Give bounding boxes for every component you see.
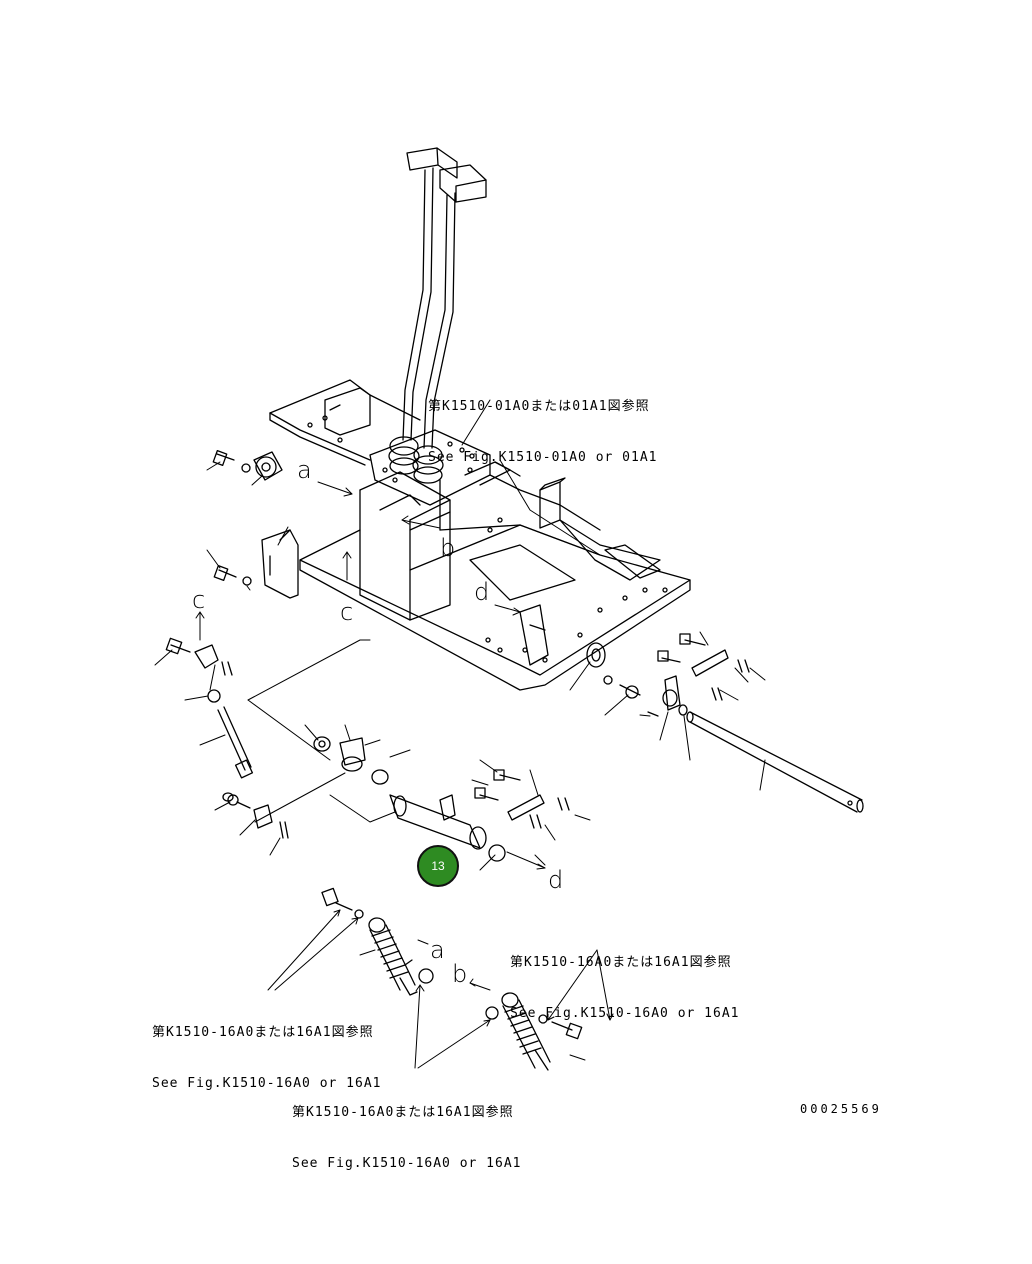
ref-left: 第K1510-16A0または16A1図参照 See Fig.K1510-16A0… bbox=[152, 990, 382, 1126]
ref-left-jp: 第K1510-16A0または16A1図参照 bbox=[152, 1025, 374, 1040]
pedal-shaft-assembly bbox=[222, 736, 506, 862]
spring-cylinder-left bbox=[321, 887, 434, 996]
bundle-arrows bbox=[267, 909, 614, 1069]
letter-d-low: d bbox=[548, 866, 564, 894]
left-brackets bbox=[253, 451, 299, 599]
ref-left-en: See Fig.K1510-16A0 or 16A1 bbox=[152, 1076, 382, 1091]
ref-right-jp: 第K1510-16A0または16A1図参照 bbox=[510, 955, 732, 970]
ref-top: 第K1510-01A0または01A1図参照 See Fig.K1510-01A0… bbox=[428, 364, 658, 500]
ref-bottom-en: See Fig.K1510-16A0 or 16A1 bbox=[292, 1156, 522, 1171]
ref-top-en: See Fig.K1510-01A0 or 01A1 bbox=[428, 450, 658, 465]
letter-c-mid: c bbox=[340, 598, 354, 626]
letter-a-top: a bbox=[297, 456, 312, 484]
right-hardware bbox=[474, 604, 750, 829]
lever-boots bbox=[388, 436, 444, 484]
ref-right: 第K1510-16A0または16A1図参照 See Fig.K1510-16A0… bbox=[510, 920, 740, 1056]
leader-lines bbox=[154, 399, 766, 1061]
letter-b-top: b bbox=[440, 534, 456, 562]
long-shaft bbox=[619, 675, 864, 813]
reference-arrows bbox=[195, 481, 546, 991]
spring-cylinder-right bbox=[485, 992, 583, 1071]
ref-top-jp: 第K1510-01A0または01A1図参照 bbox=[428, 399, 650, 414]
vertical-post bbox=[359, 471, 451, 621]
right-bracket bbox=[539, 477, 661, 581]
letter-c-left: c bbox=[192, 586, 206, 614]
drawing-number: 00025569 bbox=[800, 1102, 882, 1116]
letter-a-low: a bbox=[430, 936, 445, 964]
ref-bottom: 第K1510-16A0または16A1図参照 See Fig.K1510-16A0… bbox=[292, 1070, 522, 1206]
connector-lines bbox=[247, 459, 601, 823]
ref-bottom-jp: 第K1510-16A0または16A1図参照 bbox=[292, 1105, 514, 1120]
letter-d-right: d bbox=[474, 578, 490, 606]
left-hardware bbox=[165, 450, 254, 779]
letter-b-low: b bbox=[452, 960, 468, 988]
callout-13[interactable]: 13 bbox=[417, 845, 459, 887]
ref-right-en: See Fig.K1510-16A0 or 16A1 bbox=[510, 1006, 740, 1021]
